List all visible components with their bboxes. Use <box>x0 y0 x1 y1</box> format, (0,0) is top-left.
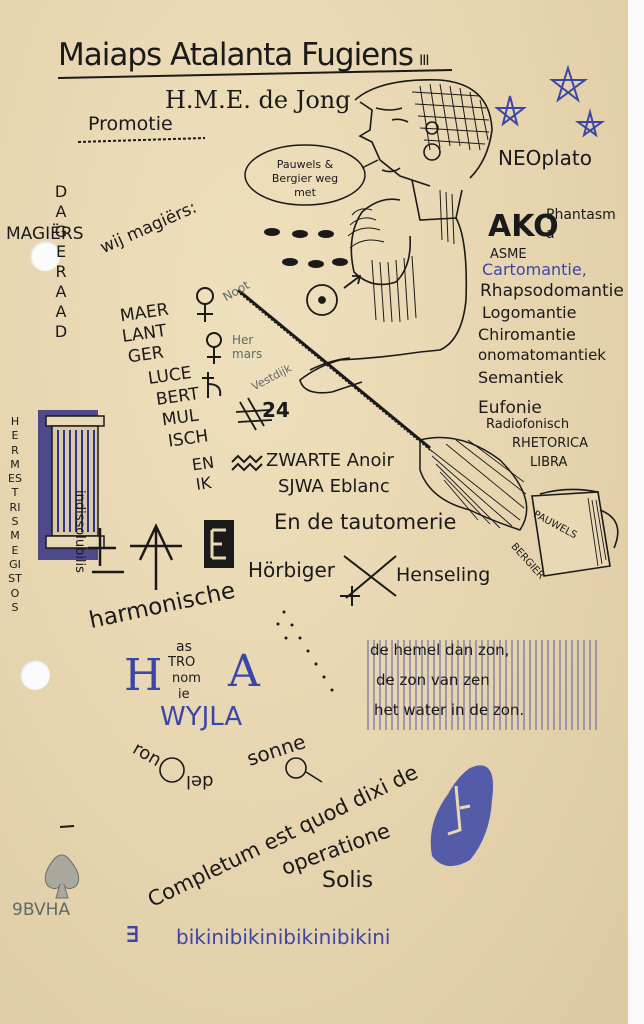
phantasm-label: Phantasm a <box>546 207 616 242</box>
promotie-label: Promotie <box>88 113 173 135</box>
binder-hole-bottom <box>20 660 50 690</box>
sun-doodle <box>285 757 323 783</box>
name-fragment: IK <box>194 473 213 494</box>
aquarius-symbol <box>231 454 263 472</box>
mantic-term: onomatomantiek <box>478 346 606 364</box>
spade-symbol <box>44 854 80 899</box>
venus-symbol <box>196 287 214 322</box>
neoplato-label: NEOplato <box>498 146 592 170</box>
bvha-label: 9BVHA <box>12 900 70 920</box>
star-icon <box>549 64 589 103</box>
broom-drawing <box>237 288 528 531</box>
alchemical-signs <box>88 523 182 590</box>
ink-mark <box>59 825 75 828</box>
ink-drawings <box>38 64 619 899</box>
title-underline <box>57 69 453 79</box>
astronomie-fragment: as <box>176 639 192 655</box>
astronomie-fragment: TRO <box>168 655 196 670</box>
notebook-page: Maiaps Atalanta Fugiens III H.M.E. de Jon… <box>0 0 628 1024</box>
binder-hole-top <box>30 241 60 271</box>
rhetorica-label: RHETORICA <box>512 436 589 451</box>
wijla-label: WYJLA <box>160 702 243 732</box>
speech-bubble <box>244 144 366 206</box>
asme-label: ASME <box>490 247 527 262</box>
eufonie-label: Eufonie <box>478 398 542 418</box>
solis-label: Solis <box>322 868 374 893</box>
column-drawing <box>38 410 105 560</box>
name-fragment: MUL <box>160 405 200 431</box>
magiers-label: MAGIËRS <box>6 224 84 244</box>
horbiger-label: Hörbiger <box>248 558 335 582</box>
sjwa-label: SJWA Eblanc <box>278 476 390 497</box>
star-icon <box>494 95 527 127</box>
saturn-symbol <box>202 372 222 398</box>
blue-flame <box>430 765 494 867</box>
bikini-line: bikinibikinibikinibikini <box>176 925 391 949</box>
ako-label: AKO <box>488 209 559 244</box>
speech-bubble-text: Pauwels & Bergier weg met <box>271 158 339 199</box>
crossed-arrows <box>340 555 397 606</box>
indissolubilis-vertical: indissolubilis <box>72 490 87 573</box>
zon-line: de zon van zen <box>376 671 490 689</box>
tautomerie-label: En de tautomerie <box>274 510 457 534</box>
henseling-label: Henseling <box>396 564 491 586</box>
sun-symbol <box>306 275 362 316</box>
ha-letter-h: H <box>124 650 163 701</box>
astronomie-fragment: ie <box>178 687 190 702</box>
mantic-term: Logomantie <box>482 303 577 322</box>
name-fragment: EN <box>190 452 216 475</box>
speech-bubble-tail <box>361 159 379 169</box>
zon-line: de hemel dan zon, <box>370 641 510 659</box>
e-box-symbol <box>204 520 234 568</box>
libra-label: LIBRA <box>530 455 568 470</box>
dageraad-vertical: D A G E R A A D <box>54 182 68 341</box>
star-icon <box>574 108 606 138</box>
title-text: Maiaps Atalanta Fugiens <box>58 37 414 73</box>
page-title: Maiaps Atalanta Fugiens III <box>58 37 429 73</box>
figure-drawing <box>299 79 493 394</box>
jupiter-symbol <box>235 397 273 431</box>
name-fragment: GER <box>126 342 165 368</box>
astronomie-fragment: nom <box>172 671 201 686</box>
promotie-underline <box>77 137 206 143</box>
del-label: del <box>186 771 214 792</box>
author-name: H.M.E. de Jong <box>165 86 351 114</box>
cup-drawing <box>531 488 619 577</box>
mantic-term: Semantiek <box>478 368 564 387</box>
radiofonisch-label: Radiofonisch <box>486 417 570 432</box>
sun-doodle <box>159 757 185 783</box>
hermars-label: Her mars <box>232 333 263 362</box>
ha-letter-a: A <box>228 646 260 697</box>
mantic-term: Chiromantie <box>478 325 576 344</box>
venus-symbol <box>206 332 222 364</box>
bikini-mark: ∃ <box>126 922 140 948</box>
scan-margin <box>628 0 644 1024</box>
hermes-trismegistos-vertical: HERMES TRISMEGISTOS <box>8 415 22 614</box>
zwarte-label: ZWARTE Anoir <box>266 450 394 471</box>
title-suffix: III <box>419 53 429 69</box>
dotted-line <box>276 610 334 692</box>
hatched-box <box>367 640 597 730</box>
zon-line: het water in de zon. <box>374 701 525 719</box>
num-24: 24 <box>262 398 290 422</box>
mantic-term: Rhapsodomantie <box>480 281 624 301</box>
eye-symbols <box>264 228 348 268</box>
mantic-term: Cartomantie, <box>482 260 587 279</box>
